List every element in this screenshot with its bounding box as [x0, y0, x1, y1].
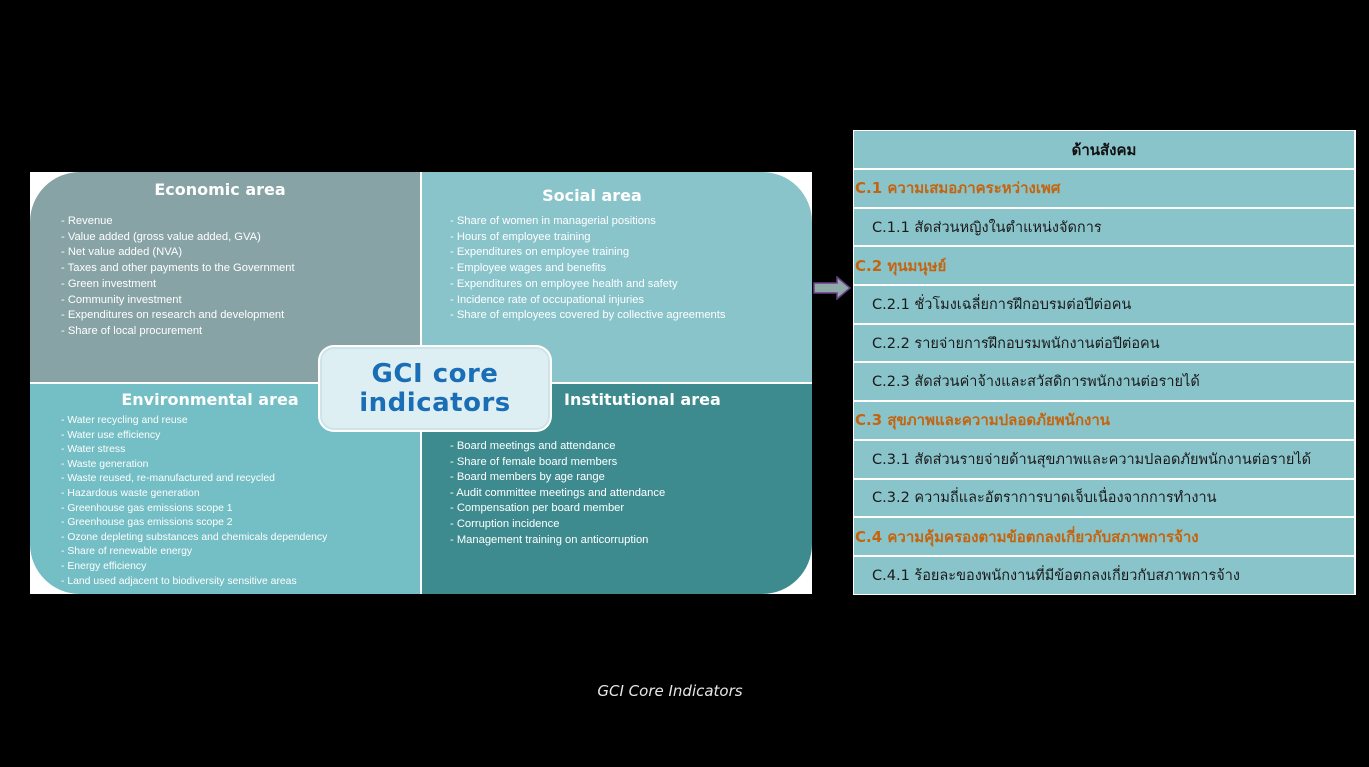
indicator-item: - Incidence rate of occupational injurie…: [450, 293, 645, 306]
economic-area-quadrant: Economic area - Revenue - Value added (gr…: [30, 172, 420, 382]
institutional-area-title: Institutional area: [564, 390, 721, 409]
indicator-item: - Waste generation: [61, 458, 149, 470]
indicator-item: - Water use efficiency: [61, 429, 161, 441]
institutional-area-list: - Board meetings and attendance - Share o…: [450, 439, 665, 548]
social-area-list: - Share of women in managerial positions…: [450, 214, 725, 324]
badge-line-1: GCI core: [371, 358, 499, 389]
indicator-item: - Greenhouse gas emissions scope 2: [61, 517, 233, 529]
indicator-item: - Share of local procurement: [61, 324, 203, 337]
indicator-item: - Taxes and other payments to the Govern…: [61, 262, 295, 275]
indicator-item: - Employee wages and benefits: [450, 262, 607, 275]
indicator-item: - Board meetings and attendance: [450, 440, 616, 452]
economic-area-title: Economic area: [154, 180, 286, 199]
figure-caption: GCI Core Indicators: [597, 682, 743, 700]
table-row: C.2.3 สัดส่วนค่าจ้างและสวัสดิการพนักงานต…: [854, 363, 1354, 401]
indicator-item: - Expenditures on research and developme…: [61, 309, 285, 322]
indicator-item: - Share of female board members: [450, 455, 618, 468]
indicator-item: - Waste reused, re-manufactured and recy…: [61, 473, 275, 485]
indicator-item: - Hazardous waste generation: [61, 487, 200, 499]
table-row: C.2.2 รายจ่ายการฝึกอบรมพนักงานต่อปีต่อคน: [854, 324, 1354, 362]
indicator-item: - Value added (gross value added, GVA): [61, 230, 261, 243]
indicator-item: - Revenue: [61, 215, 113, 227]
table-header: ด้านสังคม: [854, 131, 1354, 168]
indicator-item: - Management training on anticorruption: [450, 533, 649, 546]
indicator-item: - Water recycling and reuse: [61, 415, 188, 426]
indicator-item: - Share of women in managerial positions: [450, 215, 656, 227]
indicator-item: - Share of renewable energy: [61, 546, 193, 558]
indicator-item: - Board members by age range: [450, 471, 605, 484]
gci-core-indicators-badge: GCI core indicators: [320, 347, 550, 430]
table-section-row: C.2 ทุนมนุษย์: [854, 247, 1354, 285]
table-section-row: C.4 ความคุ้มครองตามข้อตกลงเกี่ยวกับสภาพก…: [854, 518, 1354, 555]
table-row: C.2.1 ชั่วโมงเฉลี่ยการฝึกอบรมต่อปีต่อคน: [854, 286, 1354, 323]
gci-core-indicators-diagram: Economic area - Revenue - Value added (gr…: [30, 172, 812, 594]
environmental-area-title: Environmental area: [121, 390, 299, 409]
indicator-item: - Corruption incidence: [450, 517, 560, 530]
indicator-item: - Ozone depleting substances and chemica…: [61, 531, 328, 543]
indicator-item: - Greenhouse gas emissions scope 1: [61, 502, 233, 514]
indicator-item: - Compensation per board member: [450, 502, 625, 515]
indicator-item: - Community investment: [61, 293, 182, 306]
indicator-item: - Hours of employee training: [450, 230, 591, 243]
table-row: C.3.1 สัดส่วนรายจ่ายด้านสุขภาพและความปลอ…: [854, 440, 1354, 478]
economic-area-list: - Revenue - Value added (gross value adde…: [61, 214, 295, 340]
table-row: C.1.1 สัดส่วนหญิงในตำแหน่งจัดการ: [854, 208, 1354, 246]
indicator-item: - Share of employees covered by collecti…: [450, 309, 726, 322]
table-section-row: C.3 สุขภาพและความปลอดภัยพนักงาน: [854, 402, 1354, 439]
environmental-area-list: - Water recycling and reuse - Water use e…: [61, 414, 327, 589]
table-row: C.4.1 ร้อยละของพนักงานที่มีข้อตกลงเกี่ยว…: [854, 556, 1354, 594]
table-row: C.3.2 ความถี่และอัตราการบาดเจ็บเนื่องจาก…: [854, 479, 1354, 517]
social-area-title: Social area: [542, 186, 642, 205]
arrow-right-icon: [813, 276, 851, 300]
indicator-item: - Net value added (NVA): [61, 246, 183, 259]
indicator-item: - Energy efficiency: [61, 560, 147, 572]
indicator-item: - Expenditures on employee training: [450, 246, 630, 259]
table-section-row: C.1 ความเสมอภาคระหว่างเพศ: [854, 170, 1354, 207]
indicator-item: - Expenditures on employee health and sa…: [450, 277, 678, 290]
indicator-item: - Water stress: [61, 444, 126, 456]
indicator-item: - Land used adjacent to biodiversity sen…: [61, 575, 297, 587]
badge-line-2: indicators: [359, 387, 511, 418]
indicator-item: - Green investment: [61, 277, 157, 290]
indicator-item: - Audit committee meetings and attendanc…: [450, 486, 666, 499]
